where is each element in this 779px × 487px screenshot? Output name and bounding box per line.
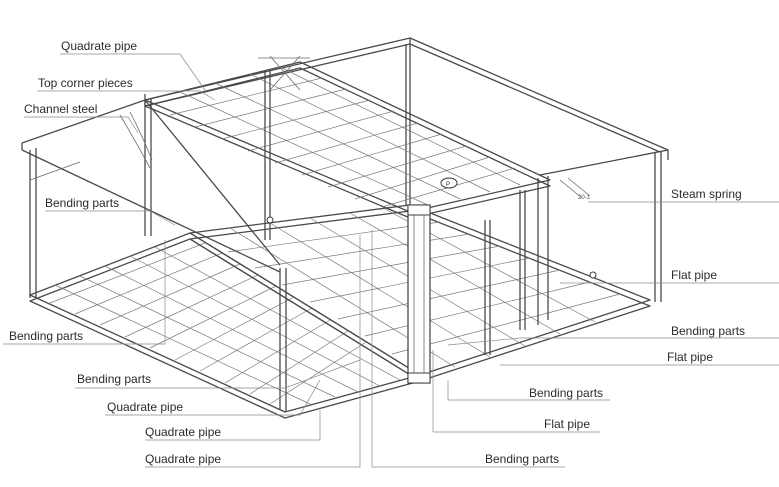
label-quadrate-pipe-3: Quadrate pipe [145,452,222,466]
columns [29,70,662,412]
label-bending-parts-left: Bending parts [9,329,84,343]
roof-frame-right [144,37,669,205]
label-channel-steel: Channel steel [24,102,98,116]
label-top-corner-pieces: Top corner pieces [38,76,133,90]
leader-lines [3,53,779,468]
label-bending-parts-lower: Bending parts [485,452,560,466]
label-quadrate-pipe-1: Quadrate pipe [107,400,184,414]
top-ceiling-grid [144,55,551,219]
roof-hub: P [440,177,458,189]
label-flat-pipe-center: Flat pipe [544,417,591,431]
roof-hub-mark: P [446,182,450,188]
label-bending-parts-upper: Bending parts [45,196,120,210]
label-bending-parts-bottom: Bending parts [77,372,152,386]
label-bending-parts-right: Bending parts [671,324,746,338]
label-flat-pipe-right-upper: Flat pipe [671,268,718,282]
label-quadrate-pipe-top: Quadrate pipe [61,39,138,53]
floor-frame-left [29,232,421,419]
label-bending-parts-center: Bending parts [529,386,604,400]
label-steam-spring: Steam spring [671,187,742,201]
spring-tag: 20-1 [578,195,591,201]
braces [29,111,597,279]
label-quadrate-pipe-2: Quadrate pipe [145,425,222,439]
label-flat-pipe-right-mid: Flat pipe [667,350,714,364]
